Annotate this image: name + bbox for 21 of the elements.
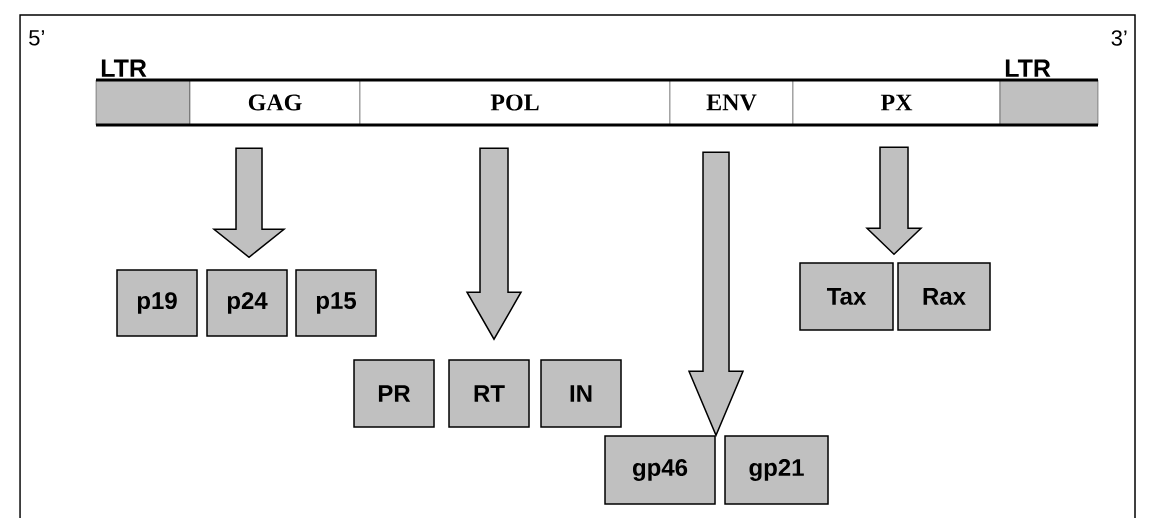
protein-box: p19: [116, 269, 198, 337]
protein-box: IN: [540, 359, 622, 428]
block-arrow: [865, 146, 923, 256]
block-arrow: [465, 147, 523, 341]
node-label: LTR: [101, 59, 147, 77]
protein-box: PR: [353, 359, 435, 428]
strand-end-label: 3’: [1111, 30, 1127, 46]
gene-segment: ENV: [668, 78, 795, 127]
gene-segment: PX: [791, 78, 1002, 127]
strand-end-label: 5’: [29, 30, 44, 46]
protein-box: p15: [295, 269, 377, 337]
protein-box: Tax: [799, 262, 894, 331]
gene-segment: GAG: [188, 78, 362, 127]
protein-box: p24: [206, 269, 288, 337]
block-arrow: [687, 151, 745, 438]
protein-box: RT: [448, 359, 530, 428]
node-label: LTR: [1005, 59, 1051, 77]
protein-box: gp46: [604, 435, 716, 505]
protein-box: gp21: [724, 435, 829, 505]
protein-box: Rax: [897, 262, 991, 331]
block-arrow: [211, 147, 287, 259]
